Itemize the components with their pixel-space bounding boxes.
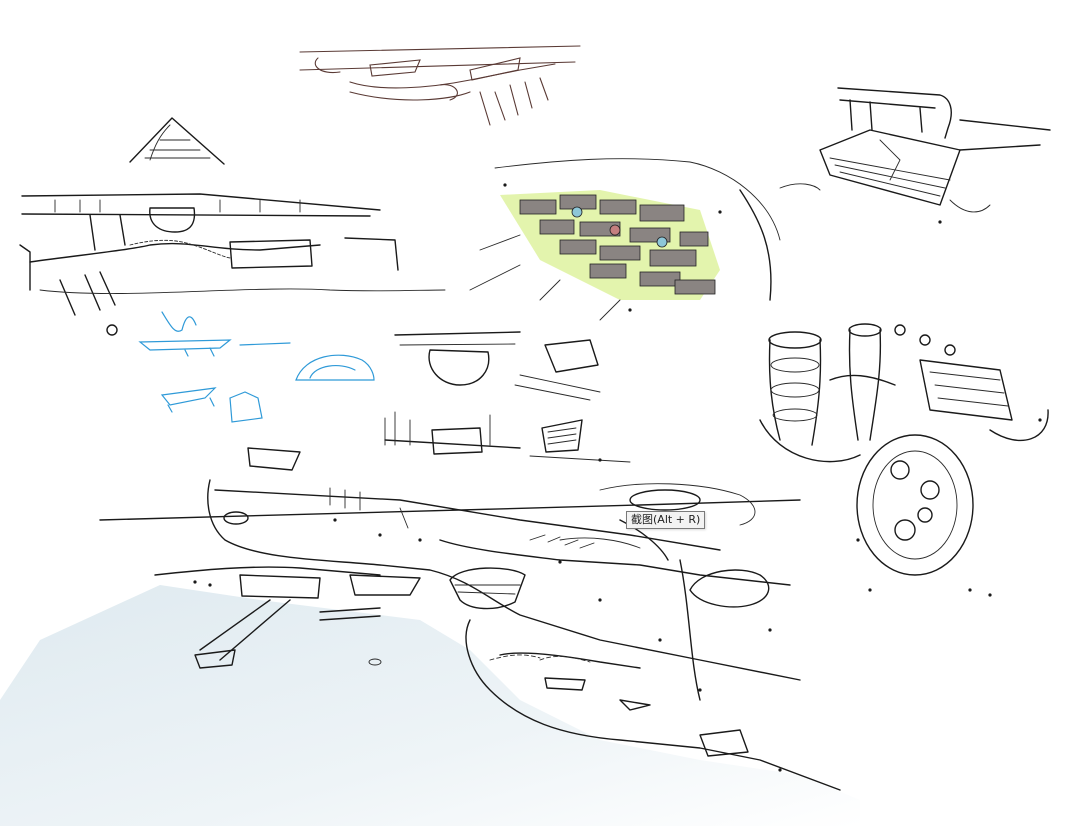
sketch-figures: [193, 183, 1042, 772]
sketch-waterfront: [99, 447, 841, 791]
sketch-plaza: [469, 158, 781, 321]
sketch-middle-details: [384, 331, 631, 463]
sketch-bridge-top: [299, 45, 581, 126]
water-area: [0, 585, 860, 826]
screenshot-tooltip: 截图(Alt + R): [626, 511, 706, 529]
sketch-pavilion: [779, 87, 1051, 213]
sketch-blue-studies: [138, 311, 375, 423]
sketch-pyramid: [129, 117, 225, 165]
sketch-bridge-left: [19, 193, 446, 336]
sketch-playground: [759, 323, 1049, 576]
